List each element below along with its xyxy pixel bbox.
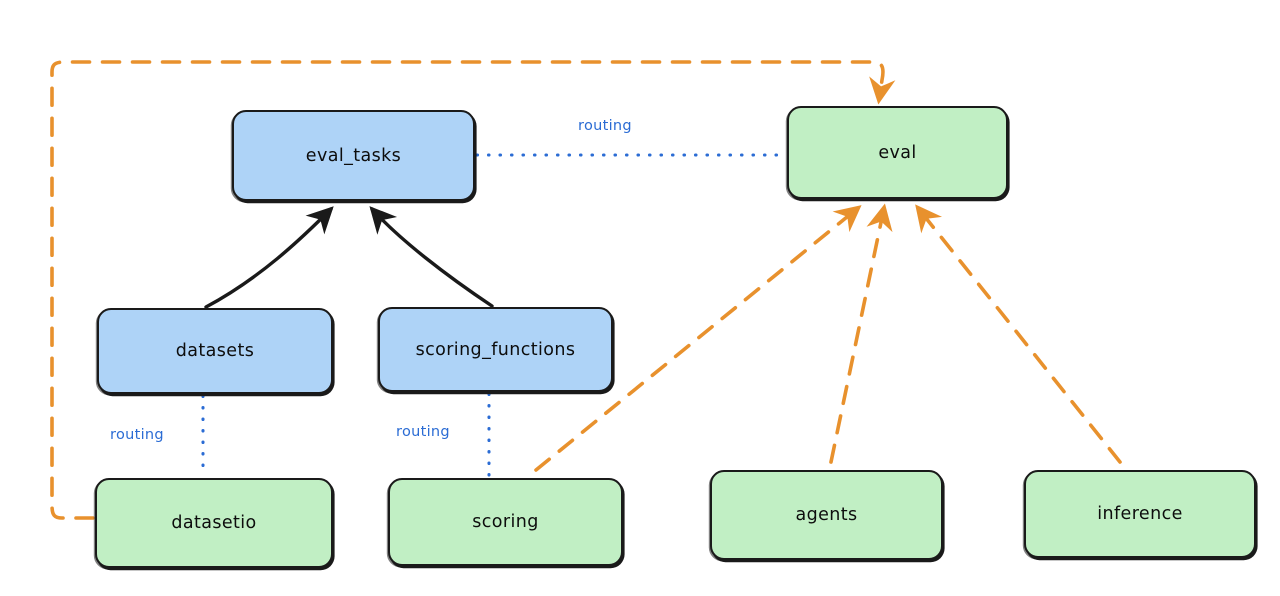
node-datasetio[interactable]: datasetio [95,478,333,568]
node-agents[interactable]: agents [710,470,943,560]
node-eval-tasks[interactable]: eval_tasks [232,110,475,201]
node-scoring-functions[interactable]: scoring_functions [378,307,613,392]
edge-datasetio-to-eval [50,60,896,520]
edge-datasets-to-eval-tasks [204,206,334,309]
node-scoring[interactable]: scoring [388,478,623,566]
node-label-datasets: datasets [175,341,255,361]
node-label-eval: eval [878,142,917,163]
edge-scoring-to-eval [534,205,862,472]
node-label-datasetio: datasetio [171,513,257,533]
node-inference[interactable]: inference [1024,470,1256,558]
edge-label-routing-datasets-datasetio: routing [110,427,164,443]
node-label-inference: inference [1097,504,1183,524]
node-label-eval-tasks: eval_tasks [305,145,402,166]
node-label-agents: agents [795,505,858,525]
node-eval[interactable]: eval [787,106,1008,199]
edge-agents-to-eval [829,203,893,464]
node-datasets[interactable]: datasets [97,308,333,394]
edge-inference-to-eval [915,204,1122,464]
node-label-scoring-functions: scoring_functions [415,339,576,360]
node-label-scoring: scoring [472,512,539,532]
edge-label-routing-eval-tasks-eval: routing [578,118,632,134]
edge-label-routing-scoring-functions-scoring: routing [396,424,450,440]
edge-scoring-functions-to-eval-tasks [369,206,494,308]
